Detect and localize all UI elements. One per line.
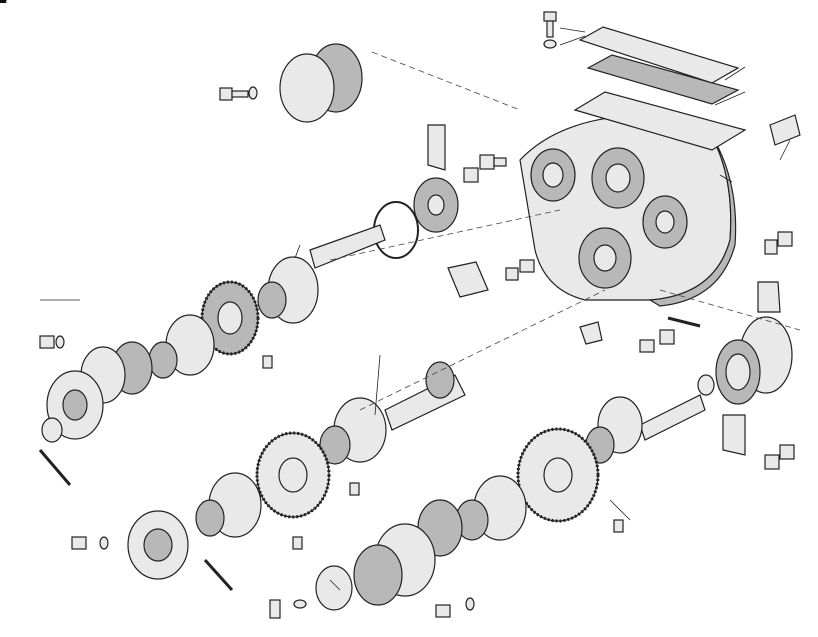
part-callout-c25b: 25 xyxy=(0,0,7,6)
part-callout-c27b: 27 xyxy=(0,0,7,6)
part-callout-c16a: 16 xyxy=(0,0,7,6)
part-callout-c9d: 9 xyxy=(0,0,4,6)
part-callout-c29: 29 xyxy=(0,0,7,6)
part-callout-c43: 43 xyxy=(0,0,7,6)
part-callout-c32a: 32 xyxy=(0,0,7,6)
part-callout-c30b: 30 xyxy=(0,0,7,6)
part-callout-c47: 47 xyxy=(0,0,7,6)
part-callout-c30a: 30 xyxy=(0,0,7,6)
part-callout-c14a: 14 xyxy=(0,0,7,6)
part-callout-c50: 50 xyxy=(0,0,7,6)
part-callout-c32b: 32 xyxy=(0,0,7,6)
part-callout-c16c: 16 xyxy=(0,0,7,6)
spacer-pins xyxy=(262,355,624,550)
part-callout-c28: 28 xyxy=(0,0,7,6)
part-callout-c40: 40 xyxy=(0,0,7,6)
part-callout-c16b: 16 xyxy=(0,0,7,6)
part-callout-c39b: 39 xyxy=(0,0,7,6)
top-cover-plates xyxy=(573,26,747,151)
upper-shaft-assembly xyxy=(38,224,386,486)
part-callout-c44: 44 xyxy=(0,0,7,6)
part-callout-c18b: 18 xyxy=(0,0,7,6)
washer-and-ring xyxy=(373,177,459,259)
part-callout-c11: 11 xyxy=(0,0,7,6)
part-callout-c9b: 9 xyxy=(0,0,4,6)
part-callout-c21: 21 xyxy=(0,0,7,6)
part-callout-c18a: 18 xyxy=(0,0,7,6)
part-callout-c15c: 15 xyxy=(0,0,7,6)
part-callout-c6f: 6 xyxy=(0,0,4,6)
part-callout-c15a: 15 xyxy=(0,0,7,6)
part-callout-c27d: 27 xyxy=(0,0,7,6)
part-callout-c6a: 6 xyxy=(0,0,4,6)
part-callout-c17: 17 xyxy=(0,0,7,6)
part-callout-c38: 38 xyxy=(0,0,7,6)
part-callout-c5e: 5 xyxy=(0,0,4,6)
part-number-callouts: 1234566578109611121314151617963296322021… xyxy=(0,0,7,6)
part-callout-c25a: 25 xyxy=(0,0,7,6)
part-callout-c46: 46 xyxy=(0,0,7,6)
leader-lines xyxy=(40,27,791,591)
part-callout-c22: 22 xyxy=(0,0,7,6)
part-callout-c23b: 23 xyxy=(0,0,7,6)
part-callout-c9c: 9 xyxy=(0,0,4,6)
part-callout-c14b: 14 xyxy=(0,0,7,6)
part-callout-c10a: 10 xyxy=(0,0,7,6)
side-cover xyxy=(219,43,363,123)
top-bolt xyxy=(543,11,557,49)
part-callout-c5b: 5 xyxy=(0,0,4,6)
part-callout-c7: 7 xyxy=(0,0,4,6)
part-callout-c6d: 6 xyxy=(0,0,4,6)
part-callout-c12: 12 xyxy=(0,0,7,6)
part-callout-c9a: 9 xyxy=(0,0,4,6)
part-callout-c33: 33 xyxy=(0,0,7,6)
part-callout-c7b: 7 xyxy=(0,0,4,6)
bracket-upper xyxy=(427,124,507,183)
part-callout-c26b: 26 xyxy=(0,0,7,6)
part-callout-c34: 34 xyxy=(0,0,7,6)
gearbox-housing xyxy=(519,114,737,307)
part-callout-c15b: 15 xyxy=(0,0,7,6)
part-callout-c24: 24 xyxy=(0,0,7,6)
part-callout-c5a: 5 xyxy=(0,0,4,6)
part-callout-c19b: 19 xyxy=(0,0,7,6)
part-callout-c27a: 27 xyxy=(0,0,7,6)
part-callout-c37: 37 xyxy=(0,0,7,6)
part-callout-c41: 41 xyxy=(0,0,7,6)
lower-shaft-assembly xyxy=(269,394,706,619)
part-callout-c3: 3 xyxy=(0,0,4,6)
part-callout-c35: 35 xyxy=(0,0,7,6)
part-callout-c15d: 15 xyxy=(0,0,7,6)
part-callout-c49: 49 xyxy=(0,0,7,6)
part-callout-c26a: 26 xyxy=(0,0,7,6)
part-callout-c10b: 10 xyxy=(0,0,7,6)
part-callout-c23c: 23 xyxy=(0,0,7,6)
part-callout-c42: 42 xyxy=(0,0,7,6)
part-callout-c2: 2 xyxy=(0,0,4,6)
part-callout-c36: 36 xyxy=(0,0,7,6)
middle-shaft-assembly xyxy=(71,361,466,592)
part-callout-c13: 13 xyxy=(0,0,7,6)
part-callout-c45: 45 xyxy=(0,0,7,6)
part-callout-c27c: 27 xyxy=(0,0,7,6)
part-callout-c6e: 6 xyxy=(0,0,4,6)
part-callout-c16d: 16 xyxy=(0,0,7,6)
part-callout-c48: 48 xyxy=(0,0,7,6)
part-callout-c6c: 6 xyxy=(0,0,4,6)
part-callout-c23a: 23 xyxy=(0,0,7,6)
part-callout-c20: 20 xyxy=(0,0,7,6)
part-callout-c8: 8 xyxy=(0,0,4,6)
part-callout-c5d: 5 xyxy=(0,0,4,6)
part-callout-c4: 4 xyxy=(0,0,4,6)
right-bearing-cap xyxy=(447,114,801,470)
part-callout-c39a: 39 xyxy=(0,0,7,6)
alignment-lines xyxy=(329,51,801,411)
part-callout-c31: 31 xyxy=(0,0,7,6)
part-callout-c6b: 6 xyxy=(0,0,4,6)
part-callout-c19a: 19 xyxy=(0,0,7,6)
part-callout-c5c: 5 xyxy=(0,0,4,6)
part-callout-c1: 1 xyxy=(0,0,4,6)
